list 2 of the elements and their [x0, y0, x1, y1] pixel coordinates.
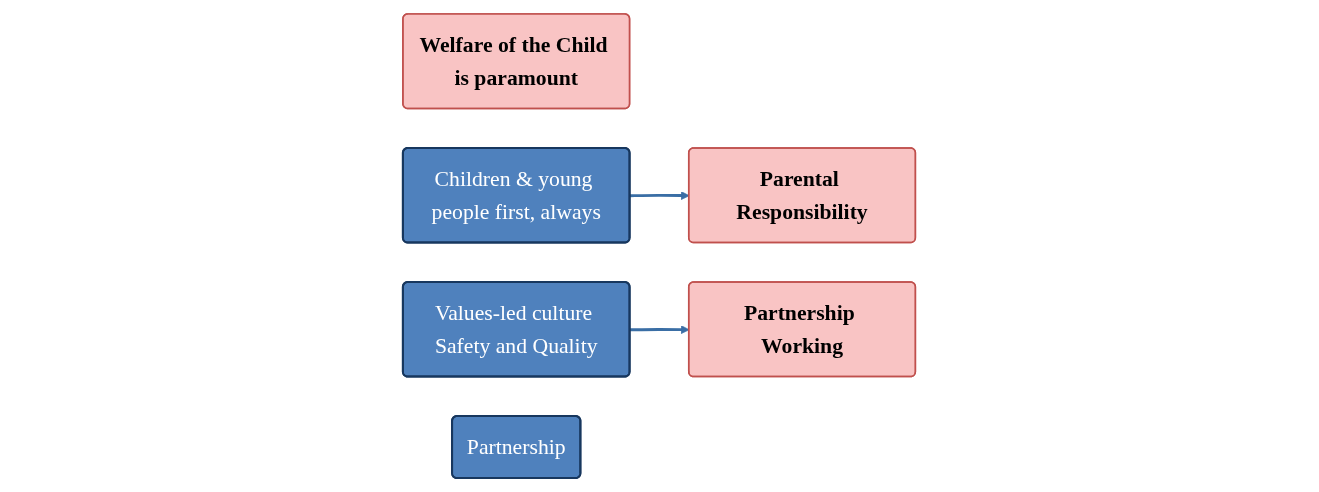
- arrow: [630, 191, 690, 200]
- arrow: [630, 325, 690, 334]
